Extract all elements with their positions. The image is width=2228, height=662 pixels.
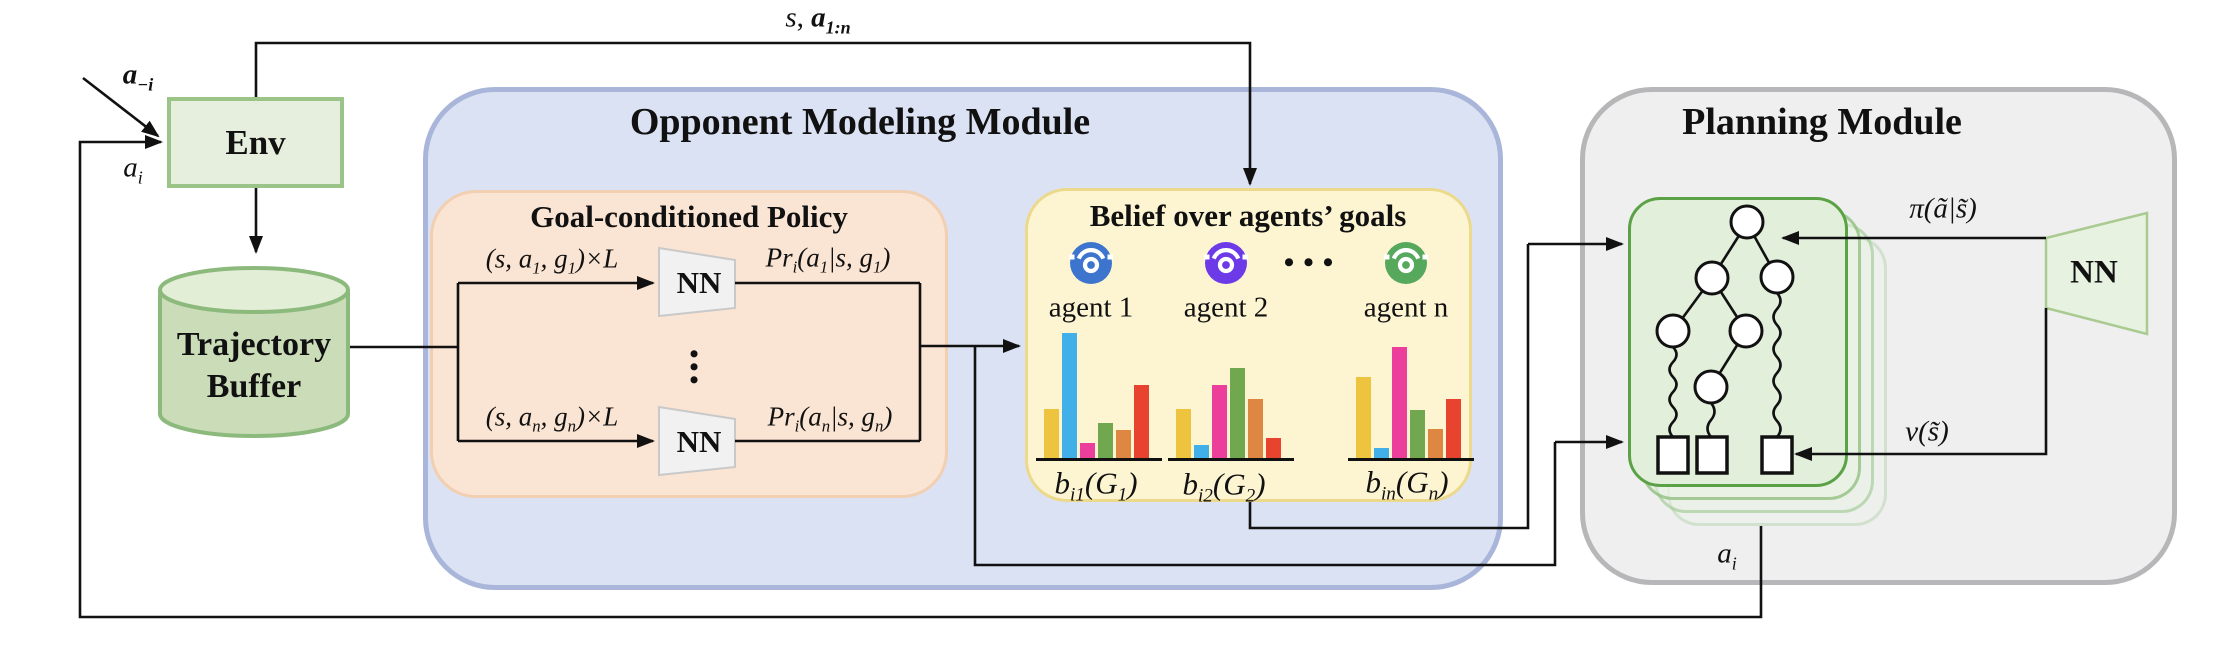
policy-output-n-label: Pri(an|s, gn) bbox=[767, 401, 893, 436]
pi-label: π(ã|s̃) bbox=[1909, 192, 1977, 225]
belief-title: Belief over agents’ goals bbox=[1089, 198, 1407, 233]
belief-label-1: bi1(G1) bbox=[1054, 465, 1138, 506]
belief-label-n: bin(Gn) bbox=[1365, 464, 1449, 505]
belief-bar bbox=[1194, 445, 1209, 458]
a-i-input-label: ai bbox=[123, 151, 143, 188]
agent-n-label: agent n bbox=[1363, 291, 1449, 324]
nn-label-n: NN bbox=[676, 424, 722, 459]
buffer-label-line2: Buffer bbox=[206, 368, 302, 405]
policy-title: Goal-conditioned Policy bbox=[530, 199, 848, 234]
belief-bar bbox=[1248, 399, 1263, 458]
belief-chart-agent-2 bbox=[1168, 333, 1294, 461]
agents-ellipsis: ••• bbox=[1283, 246, 1343, 279]
agent-1-label: agent 1 bbox=[1048, 291, 1134, 324]
policy-input-1-label: (s, a1, g1)×L bbox=[485, 243, 619, 278]
env-box: Env bbox=[167, 97, 344, 188]
belief-bar bbox=[1116, 430, 1131, 458]
buffer-label-line1: Trajectory bbox=[176, 326, 332, 363]
opponent-module-title: Opponent Modeling Module bbox=[629, 101, 1091, 143]
belief-bar bbox=[1446, 399, 1461, 458]
agent-n-icon bbox=[1383, 241, 1429, 285]
belief-bar bbox=[1062, 333, 1077, 458]
belief-bar bbox=[1212, 385, 1227, 458]
belief-bar bbox=[1428, 429, 1443, 458]
env-label: Env bbox=[225, 122, 286, 162]
cylinder-shape bbox=[158, 266, 350, 438]
vertical-ellipsis: • • • bbox=[689, 339, 699, 395]
planner-nn-label: NN bbox=[2070, 254, 2118, 291]
belief-chart-agent-n bbox=[1348, 333, 1474, 461]
belief-bar bbox=[1230, 368, 1245, 458]
trajectory-buffer: Trajectory Buffer bbox=[156, 256, 352, 448]
belief-chart-agent-1 bbox=[1036, 333, 1162, 461]
agent-1-icon bbox=[1068, 241, 1114, 285]
a-minus-i-label: a−i bbox=[122, 58, 154, 95]
belief-bar bbox=[1356, 377, 1371, 458]
belief-bar bbox=[1374, 448, 1389, 458]
belief-bar bbox=[1044, 409, 1059, 458]
belief-bar bbox=[1392, 347, 1407, 458]
belief-bar bbox=[1134, 385, 1149, 458]
state-actions-label: s, a1:n bbox=[785, 1, 851, 38]
policy-output-1-label: Pri(a1|s, g1) bbox=[765, 242, 891, 277]
belief-bar bbox=[1098, 423, 1113, 458]
search-tree-box bbox=[1628, 197, 1848, 487]
belief-label-2: bi2(G2) bbox=[1182, 466, 1266, 507]
planning-module-title: Planning Module bbox=[1682, 101, 1962, 143]
agent-2-icon bbox=[1203, 241, 1249, 285]
a-i-output-label: ai bbox=[1717, 537, 1737, 574]
belief-bar bbox=[1266, 438, 1281, 458]
nn-label-1: NN bbox=[676, 265, 722, 300]
belief-bar bbox=[1410, 410, 1425, 458]
policy-input-n-label: (s, an, gn)×L bbox=[485, 401, 619, 436]
belief-bar bbox=[1176, 409, 1191, 458]
belief-bar bbox=[1080, 443, 1095, 458]
v-label: v(s̃) bbox=[1905, 415, 1949, 448]
agent-2-label: agent 2 bbox=[1183, 291, 1269, 324]
